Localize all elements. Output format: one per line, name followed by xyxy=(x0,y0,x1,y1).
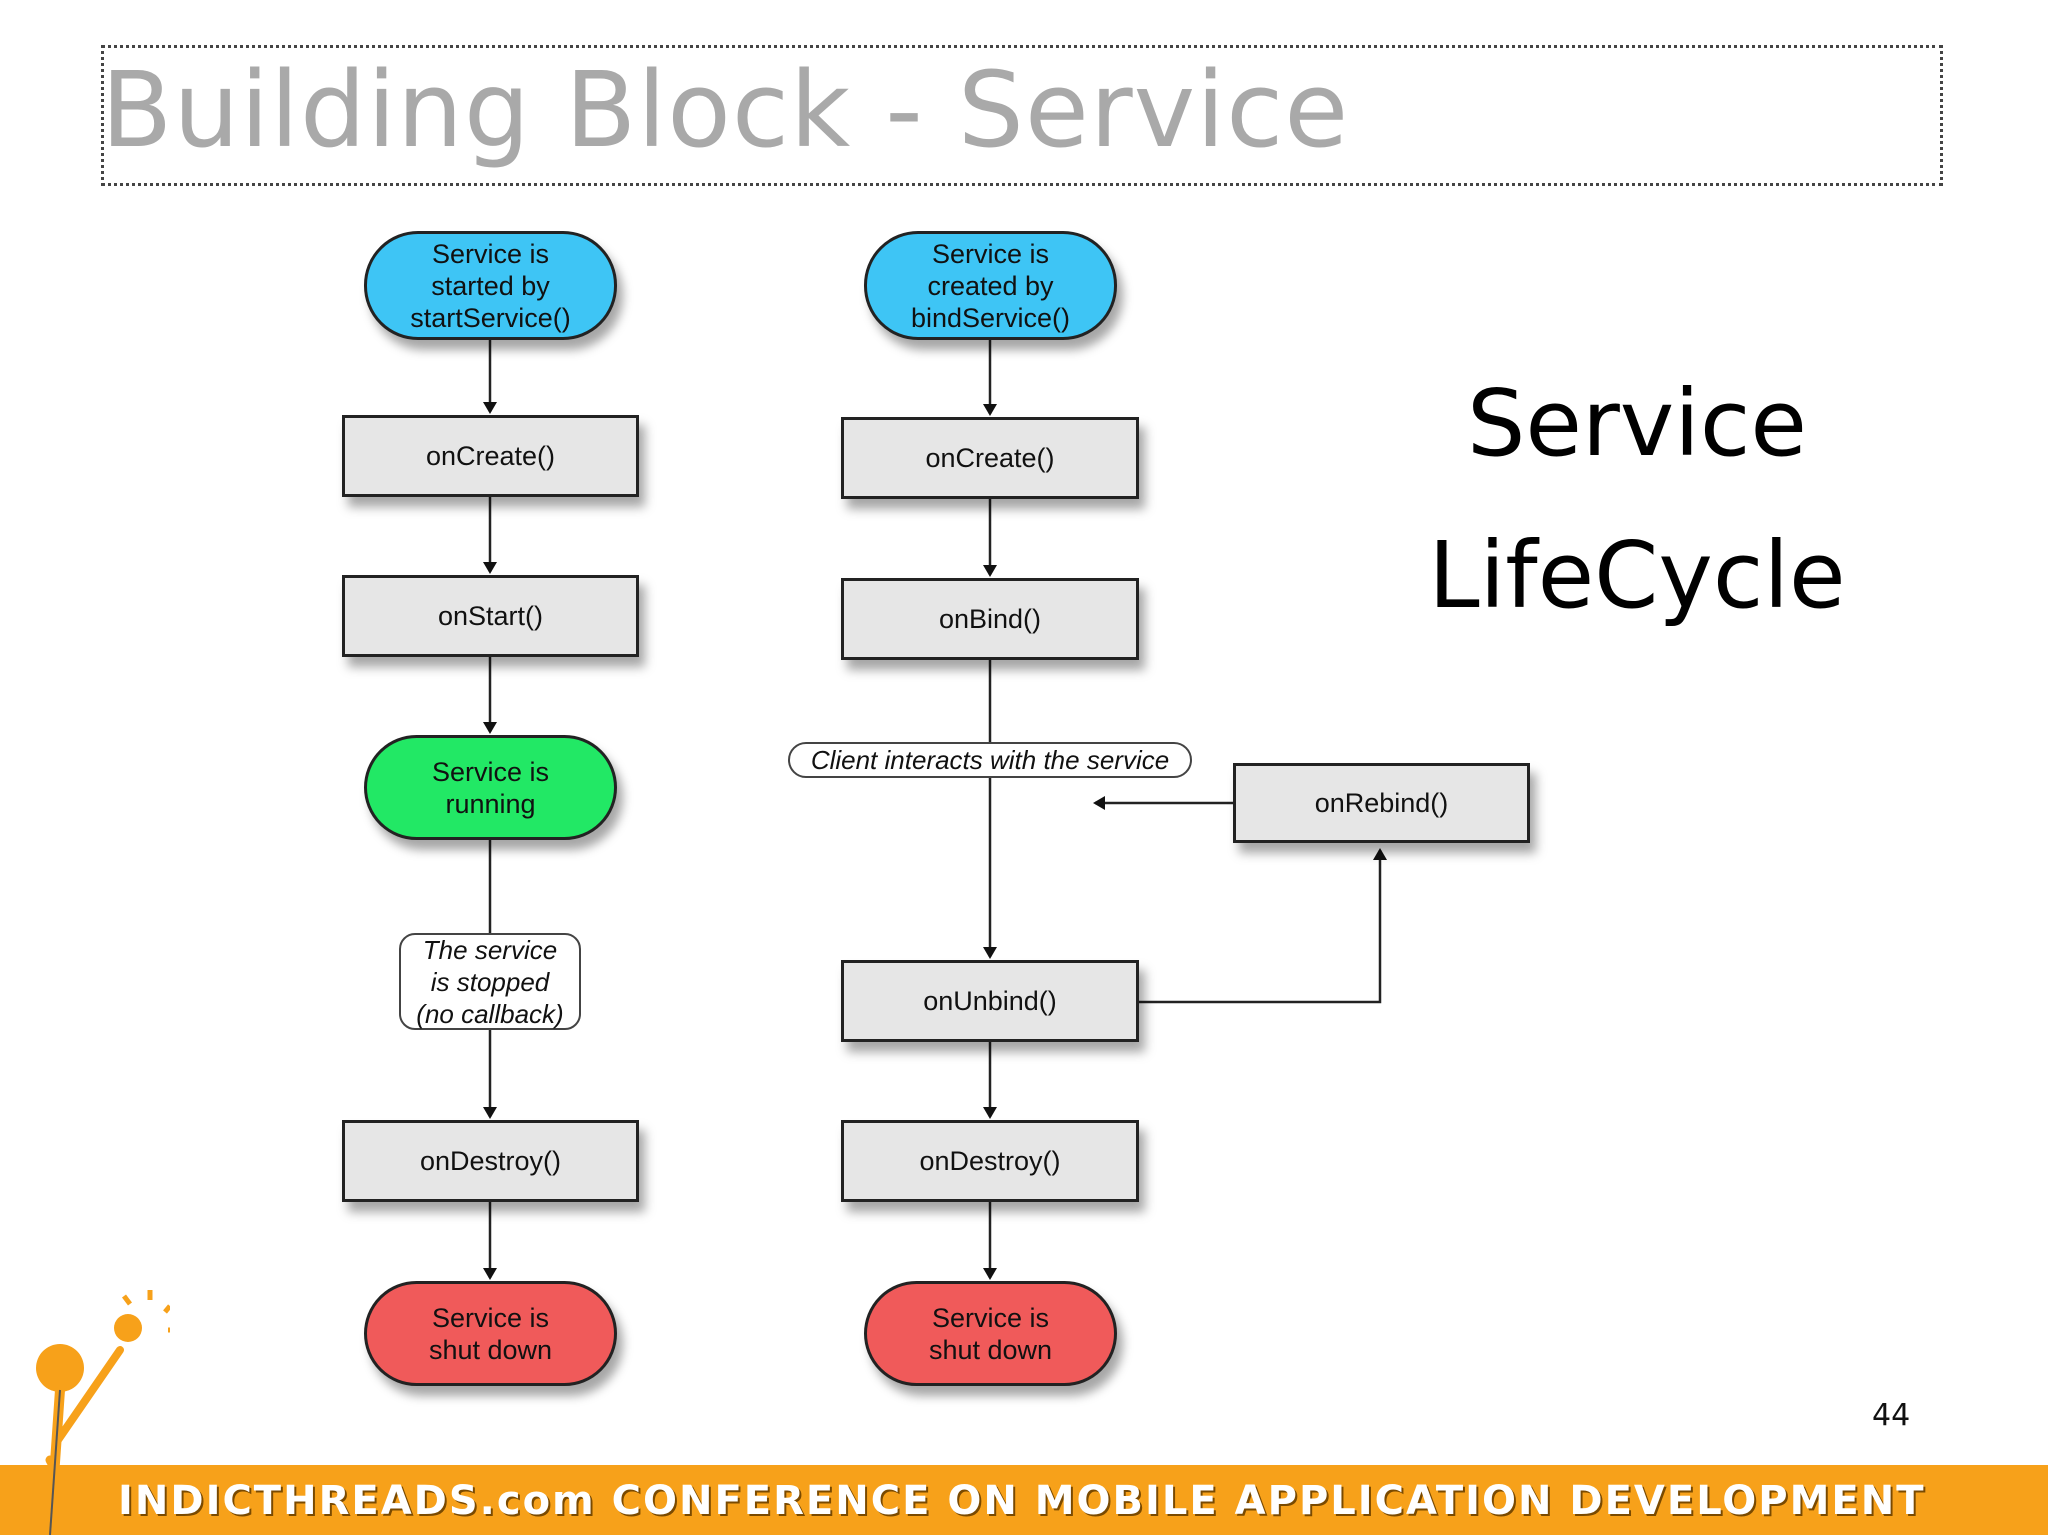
footer-bar xyxy=(0,1465,2048,1535)
node-onstart: onStart() xyxy=(342,575,639,657)
slide-title: Building Block - Service xyxy=(101,49,1350,171)
node-ondestroy-left: onDestroy() xyxy=(342,1120,639,1202)
node-service-running: Service is running xyxy=(364,735,617,840)
diagram-connectors xyxy=(483,340,1387,1280)
side-title-lifecycle: LifeCycle xyxy=(1428,522,1846,629)
node-onrebind: onRebind() xyxy=(1233,763,1530,843)
indicthreads-mascot-icon xyxy=(36,1290,170,1535)
note-client-interacts: Client interacts with the service xyxy=(788,742,1192,778)
arrow-onunbind-to-onrebind xyxy=(1139,848,1387,1004)
page-number: 44 xyxy=(1872,1398,1911,1433)
node-onunbind: onUnbind() xyxy=(841,960,1139,1042)
node-shut-down-right: Service is shut down xyxy=(864,1281,1117,1386)
footer-conference-text: INDICTHREADS.com CONFERENCE ON MOBILE AP… xyxy=(118,1478,1926,1524)
node-oncreate-right: onCreate() xyxy=(841,417,1139,499)
node-oncreate-left: onCreate() xyxy=(342,415,639,497)
node-shut-down-left: Service is shut down xyxy=(364,1281,617,1386)
title-placeholder-frame xyxy=(101,45,1943,186)
node-started-by-startservice: Service is started by startService() xyxy=(364,231,617,340)
node-ondestroy-right: onDestroy() xyxy=(841,1120,1139,1202)
node-created-by-bindservice: Service is created by bindService() xyxy=(864,231,1117,340)
node-onbind: onBind() xyxy=(841,578,1139,660)
note-service-stopped: The service is stopped (no callback) xyxy=(399,933,581,1030)
side-title-service: Service xyxy=(1466,370,1807,477)
